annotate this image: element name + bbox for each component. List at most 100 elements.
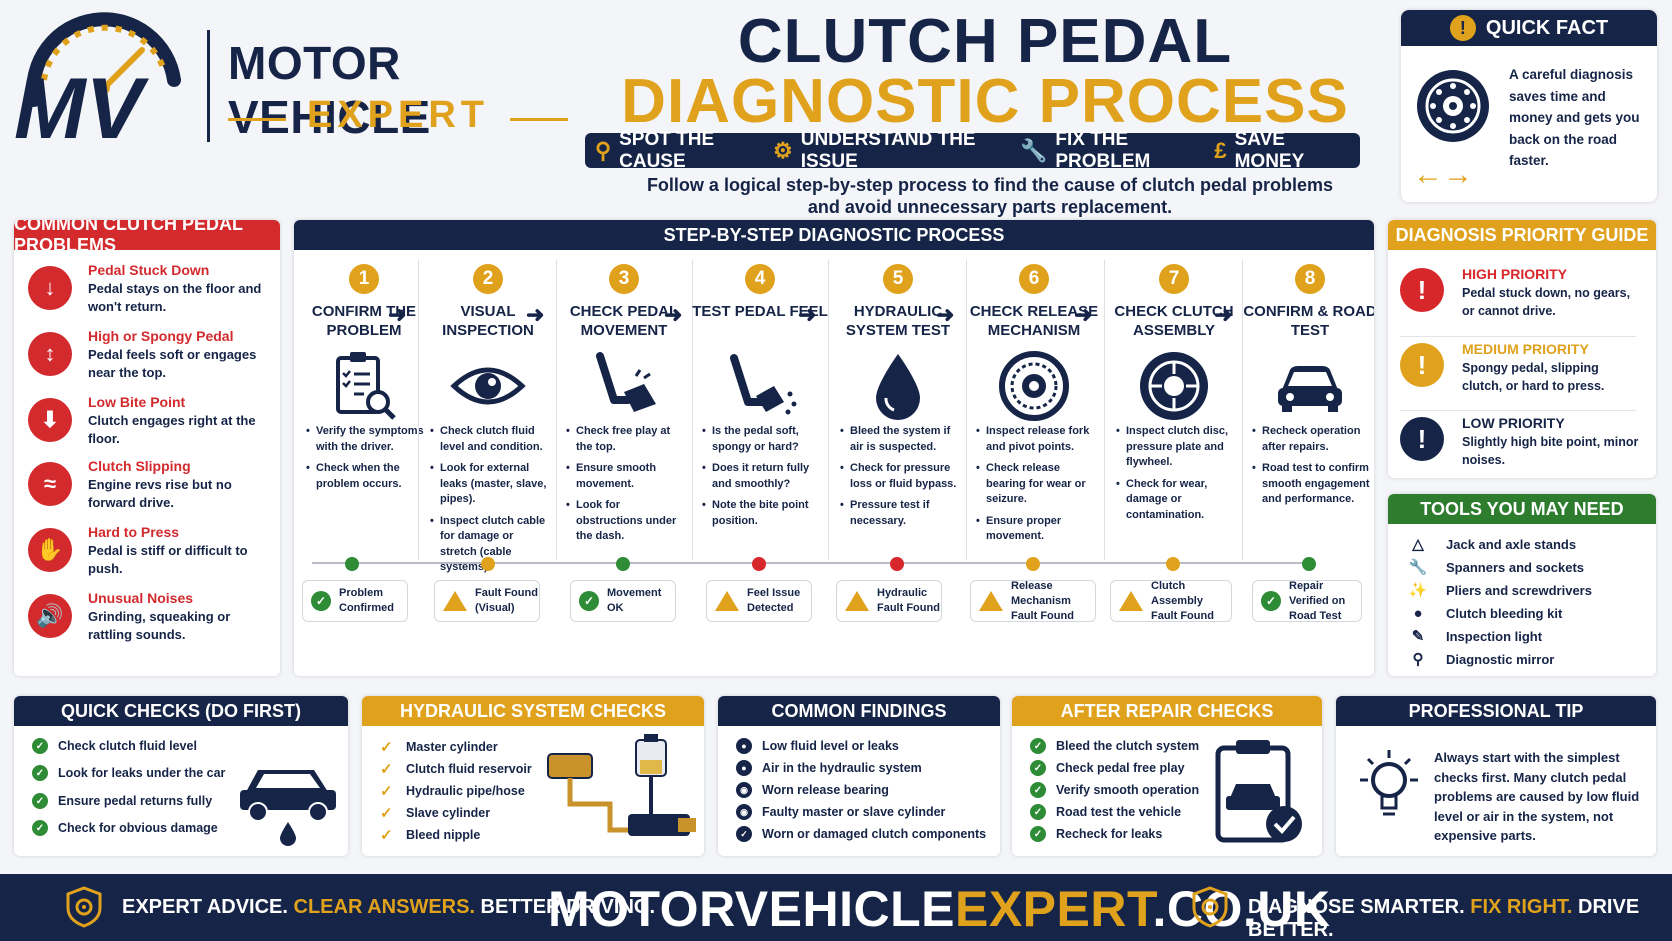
exclamation-icon: ! [1449, 15, 1476, 41]
timeline-dot [1302, 557, 1316, 571]
tool-label: Jack and axle stands [1446, 536, 1577, 552]
check-label: Check clutch fluid level [58, 739, 197, 753]
quick-fact-header: !QUICK FACT [1401, 10, 1657, 46]
step-1: 1 CONFIRM THE PROBLEM Verify the symptom… [296, 250, 432, 580]
check-circle-icon: ✓ [1030, 738, 1046, 754]
status-badge: ✓Movement OK [570, 580, 676, 622]
step-arrow-icon: ➜ [936, 302, 955, 327]
warning-icon [1119, 591, 1143, 611]
step-divider [692, 260, 693, 560]
status-text: Fault Found (Visual) [475, 587, 538, 614]
tagline-part: CLEAR ANSWERS. [293, 896, 475, 918]
warning-icon [715, 591, 739, 611]
site-part: EXPERT [954, 881, 1153, 937]
pill-label: SPOT THE CAUSE [619, 128, 715, 172]
step-bullet: Ensure proper movement. [976, 514, 1098, 545]
problem-title: Pedal Stuck Down [88, 262, 210, 278]
lightbulb-icon [1360, 750, 1418, 816]
tagline-part: BETTER DRIVING. [475, 896, 656, 918]
finding-item: ◉Worn release bearing [736, 782, 889, 798]
tool-item: 🔧Spanners and sockets [1408, 557, 1584, 577]
tools-header: TOOLS YOU MAY NEED [1388, 494, 1656, 524]
finding-item: ✓Worn or damaged clutch components [736, 826, 986, 842]
step-title: VISUAL INSPECTION [442, 303, 534, 339]
problem-title: Unusual Noises [88, 590, 194, 606]
check-label: Hydraulic pipe/hose [406, 784, 525, 798]
check-circle-icon: ✓ [32, 793, 48, 809]
step-bullet: Check for pressure loss or fluid bypass. [840, 461, 962, 492]
timeline-dot [752, 557, 766, 571]
spanner-icon: 🔧 [1408, 559, 1428, 576]
check-circle-icon: ✓ [311, 591, 331, 611]
finding-label: Air in the hydraulic system [762, 761, 922, 775]
pill-label: FIX THE PROBLEM [1055, 128, 1151, 172]
step-bullet: Pressure test if necessary. [840, 498, 962, 529]
step-divider [1242, 260, 1243, 560]
page-title-line2: DIAGNOSTIC PROCESS [621, 67, 1349, 136]
step-bullet: Recheck operation after repairs. [1252, 424, 1374, 455]
common-problems-header: COMMON CLUTCH PEDAL PROBLEMS [14, 220, 280, 255]
timeline-dot [345, 557, 359, 571]
common-problems-panel: COMMON CLUTCH PEDAL PROBLEMS ↓Pedal Stuc… [14, 220, 280, 676]
tick-icon: ✓ [380, 739, 393, 756]
intro-text: Follow a logical step-by-step process to… [460, 174, 1520, 218]
brand-name-line1: MOTOR VEHICLE [228, 37, 431, 143]
step-arrow-icon: ➜ [388, 302, 407, 327]
priority-title: MEDIUM PRIORITY [1462, 341, 1589, 357]
footer-bar: EXPERT ADVICE. CLEAR ANSWERS. BETTER DRI… [0, 874, 1672, 941]
step-2: 2 VISUAL INSPECTION Check clutch fluid l… [420, 250, 556, 580]
check-item: ✓Check pedal free play [1030, 760, 1185, 776]
up-down-arrow-icon: ↕ [28, 332, 72, 376]
check-item: ✓Recheck for leaks [1030, 826, 1162, 842]
step-7: 7 CHECK CLUTCH ASSEMBLY Inspect clutch d… [1106, 250, 1242, 580]
check-circle-icon: ✓ [1261, 591, 1281, 611]
mirror-icon: ⚲ [1412, 651, 1424, 668]
check-label: Recheck for leaks [1056, 827, 1163, 841]
drop-icon: ● [736, 738, 752, 754]
timeline-dot [1166, 557, 1180, 571]
timeline-dot [890, 557, 904, 571]
check-label: Clutch fluid reservoir [406, 762, 532, 776]
professional-tip-panel: PROFESSIONAL TIP Always start with the s… [1336, 696, 1656, 856]
check-item: ✓Check clutch fluid level [32, 738, 197, 754]
exclamation-icon: ! [1400, 268, 1444, 312]
footer-website[interactable]: MOTORVEHICLEEXPERT.CO.UK [548, 880, 1331, 938]
step-arrow-icon: ➜ [526, 302, 545, 327]
tools-panel: TOOLS YOU MAY NEED △Jack and axle stands… [1388, 494, 1656, 676]
step-bullets: Is the pedal soft, spongy or hard?Does i… [702, 424, 824, 535]
intro-line2: and avoid unnecessary parts replacement. [807, 197, 1173, 217]
diagnostic-process-header: STEP-BY-STEP DIAGNOSTIC PROCESS [294, 220, 1374, 250]
status-badge: Fault Found (Visual) [434, 580, 540, 622]
step-title: CHECK CLUTCH ASSEMBLY [1114, 303, 1234, 339]
common-findings-header: COMMON FINDINGS [718, 696, 1000, 726]
tick-icon: ✓ [380, 783, 393, 800]
drop-icon: ● [736, 760, 752, 776]
mv-logo-mark: MV [14, 12, 181, 150]
finding-item: ● Air in the hydraulic system [736, 760, 922, 776]
finding-item: ◉Faulty master or slave cylinder [736, 804, 945, 820]
professional-tip-text: Always start with the simplest checks fi… [1434, 750, 1640, 843]
step-bullets: Bleed the system if air is suspected.Che… [840, 424, 962, 535]
quick-checks-panel: QUICK CHECKS (DO FIRST) ✓Check clutch fl… [14, 696, 348, 856]
mv-mark-text: MV [14, 61, 150, 150]
step-number: 5 [883, 264, 913, 294]
step-bullet: Verify the symptoms with the driver. [306, 424, 428, 455]
wrench-icon: 🔧 [1019, 137, 1048, 163]
hydraulic-checks-header: HYDRAULIC SYSTEM CHECKS [362, 696, 704, 726]
step-bullets: Inspect clutch disc, pressure plate and … [1116, 424, 1238, 529]
check-circle-icon: ✓ [1030, 782, 1046, 798]
check-label: Bleed the clutch system [1056, 739, 1200, 753]
check-circle-icon: ✓ [1030, 804, 1046, 820]
step-bullets: Check free play at the top.Ensure smooth… [566, 424, 688, 551]
cylinder-icon: ◉ [736, 804, 752, 820]
quick-fact-card: !QUICK FACT ←→ A careful diagnosis saves… [1401, 10, 1657, 202]
problem-desc: Pedal is stiff or difficult to push. [88, 543, 248, 576]
step-divider [556, 260, 557, 560]
tagline-part: FIX RIGHT. [1470, 896, 1573, 918]
step-title: CHECK RELEASE MECHANISM [969, 303, 1099, 339]
status-text: Problem Confirmed [339, 587, 394, 614]
